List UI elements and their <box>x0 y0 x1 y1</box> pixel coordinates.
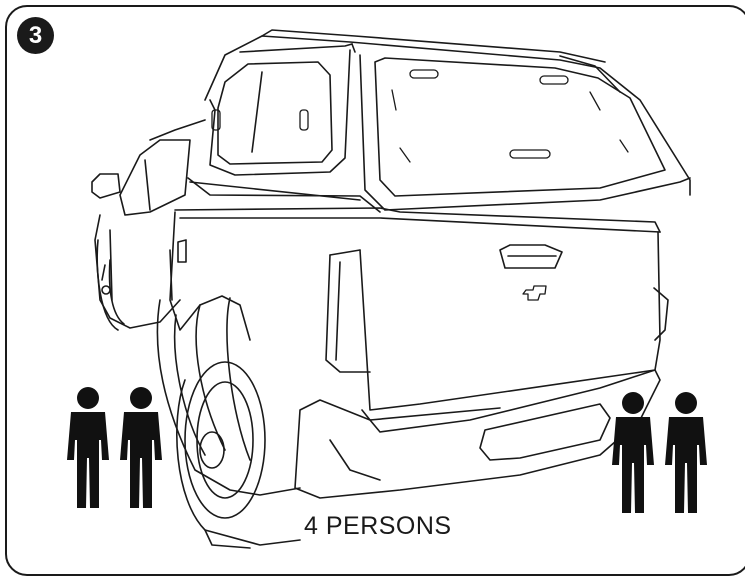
person-group-left <box>67 387 162 508</box>
person-figure <box>67 387 109 508</box>
person-group-right <box>612 392 707 513</box>
person-figure <box>120 387 162 508</box>
persons-caption: 4 PERSONS <box>304 512 452 541</box>
person-figure <box>665 392 707 513</box>
person-figure <box>612 392 654 513</box>
